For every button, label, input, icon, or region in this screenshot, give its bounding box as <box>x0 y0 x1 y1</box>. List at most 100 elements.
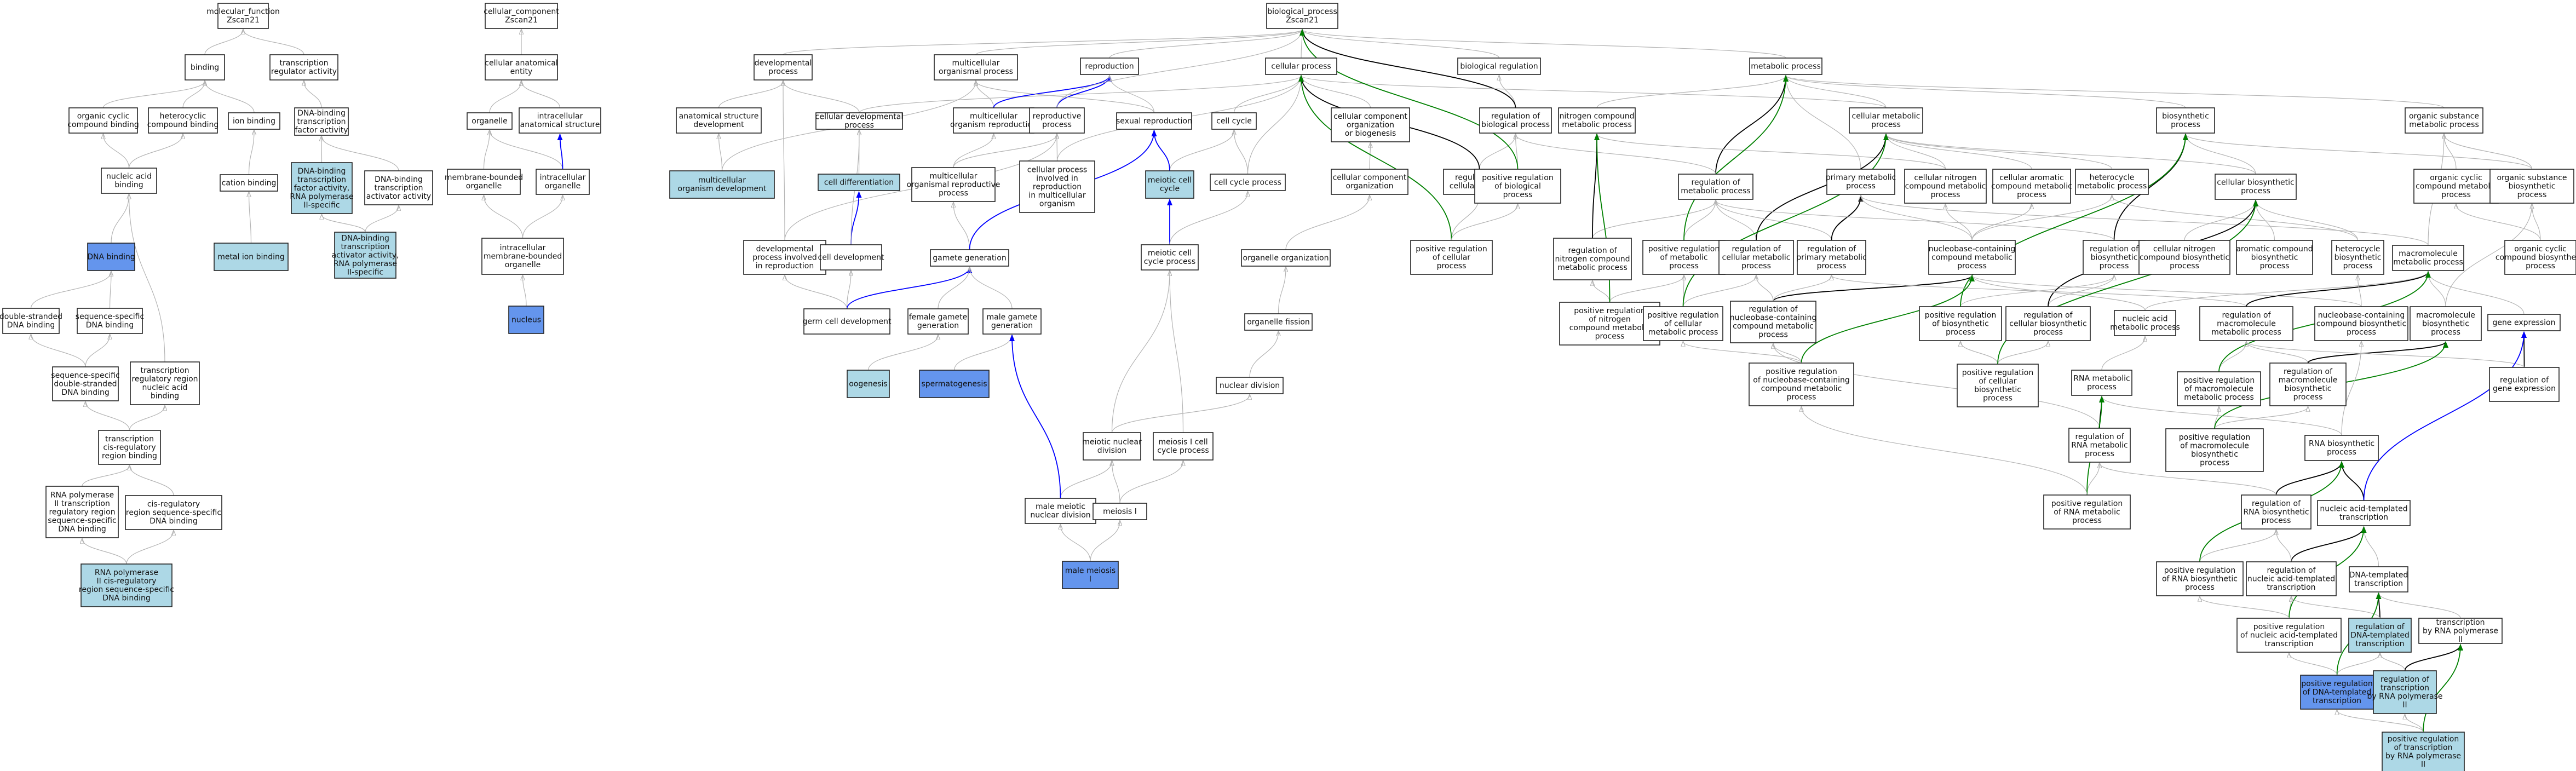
node-label-trrna: binding <box>151 392 179 401</box>
node-label-meiondiv: division <box>1097 446 1127 455</box>
edge-trrna-to-nab <box>129 194 165 363</box>
node-label-posmbp: of macromolecule <box>2180 442 2249 451</box>
edge-regnbc-to-nbccmp <box>1773 275 1975 302</box>
node-label-cmp: cellular metabolic <box>1852 112 1921 121</box>
edge-natt-to-rnabp <box>2339 461 2365 501</box>
edge-regnbc-to-regpmp <box>1773 275 1832 302</box>
edge-namp-to-macromp <box>2144 272 2428 311</box>
node-label-ccob: or biogenesis <box>1345 129 1396 138</box>
node-label-cae: entity <box>510 67 533 76</box>
node-label-posnatt: transcription <box>2264 640 2313 648</box>
node-label-malemeiosis: I <box>1089 575 1091 584</box>
node-label-regbp: regulation of <box>1491 112 1540 121</box>
node-box-posregbp <box>1474 169 1561 204</box>
node-box-trreg <box>269 54 338 80</box>
edge-poscmp-to-cmp <box>1682 134 1889 307</box>
node-label-ssds: sequence-specific <box>51 371 119 380</box>
edge-regncmp-to-regmp <box>1592 200 1716 239</box>
node-label-posnatt: positive regulation <box>2253 623 2325 631</box>
edge-ias-to-cae <box>521 81 561 108</box>
node-label-regtrnap: by RNA polymerase <box>2367 692 2443 701</box>
node-box-nbcbp <box>2314 306 2408 341</box>
node-box-cpirmo <box>1019 160 1095 213</box>
node-label-mf: Zscan21 <box>227 16 260 25</box>
edge-nab-to-orgcyc <box>104 134 130 169</box>
edge-meiccp-to-ccproc <box>1169 192 1248 245</box>
node-label-nbcbp: process <box>2347 328 2376 337</box>
edge-meicc-to-cellcycle <box>1169 130 1234 171</box>
node-label-dbtaa2: RNA polymerase <box>334 260 397 268</box>
node-box-regrnabp <box>2241 494 2312 530</box>
node-box-mbo <box>447 169 521 195</box>
node-label-cisreg: DNA binding <box>150 517 197 526</box>
edge-postrnap-to-trnap <box>2423 644 2463 733</box>
node-label-ssds: double-stranded <box>54 379 117 388</box>
node-box-binding <box>185 54 225 80</box>
node-label-regdnatt: DNA-templated <box>2350 631 2410 640</box>
node-label-regmmp: regulation of <box>2222 311 2271 320</box>
node-label-regnatt: transcription <box>2267 583 2315 592</box>
node-box-posmmp <box>2177 371 2261 406</box>
edge-metal-to-cation <box>249 192 252 244</box>
node-label-bioreg: biological regulation <box>1460 62 1538 71</box>
node-box-regnbc <box>1730 301 1816 343</box>
edge-germ-to-gamgen <box>846 267 973 309</box>
node-geneexp: gene expression <box>2487 314 2561 331</box>
node-label-regpmp: primary metabolic <box>1796 253 1867 262</box>
node-label-dpir: process involved <box>752 253 817 262</box>
node-label-dbtaa2: activator activity, <box>332 251 399 260</box>
node-box-dbtfa <box>294 107 349 136</box>
edge-orgcyc-to-binding <box>102 81 205 108</box>
node-box-dsdna <box>2 308 60 334</box>
node-box-regnatt <box>2246 561 2337 596</box>
node-box-sexrep <box>1116 112 1192 130</box>
node-label-osbp: biosynthetic <box>2509 182 2556 191</box>
edge-ccob-to-cellproc <box>1301 76 1371 108</box>
node-label-rnamp: RNA metabolic <box>2073 375 2130 383</box>
node-label-posmmp: of macromolecule <box>2184 384 2253 393</box>
node-metproc: metabolic process <box>1749 57 1822 75</box>
edge-dbtaa-to-dbtfa <box>321 136 399 171</box>
edge-reprocess-to-repro <box>1056 75 1112 108</box>
edge-ssds-to-seqdna <box>85 335 110 367</box>
edge-nucleus-to-imbo <box>523 275 527 307</box>
edge-osbp-to-osmp <box>2444 134 2533 170</box>
edge-malemeiosis-to-meiosisI <box>1090 521 1120 562</box>
node-label-hetbind: heterocyclic <box>160 112 206 121</box>
node-label-cco: cellular component <box>1333 174 1407 182</box>
node-box-asd <box>676 107 762 134</box>
node-label-dbtfa: transcription <box>297 117 346 126</box>
edge-malegam-to-gamgen <box>970 267 1013 309</box>
node-box-nucdiv <box>1216 377 1284 394</box>
node-label-rnapcis: II cis-regulatory <box>96 577 156 586</box>
edge-ionbind-to-binding <box>205 81 255 113</box>
node-label-namp: nucleic acid <box>2122 315 2167 324</box>
node-label-posrnamp: of RNA metabolic <box>2054 508 2120 516</box>
edge-regbiosyn-to-regmp <box>1716 200 2115 241</box>
node-label-posmp: positive regulation <box>1648 245 1720 254</box>
node-spermgen: spermatogenesis <box>919 370 990 398</box>
node-label-ias: anatomical structure <box>520 120 600 129</box>
node-label-regmbp: process <box>2293 393 2323 402</box>
edge-dbtaa2-to-dbtaa <box>365 206 399 233</box>
node-box-regmmp <box>2199 306 2293 341</box>
node-label-trnap: by RNA polymerase <box>2423 626 2498 635</box>
